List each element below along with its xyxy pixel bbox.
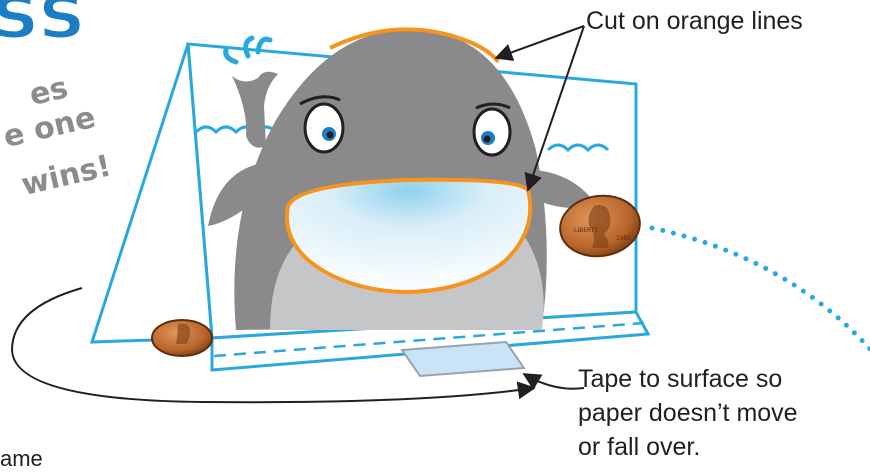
penny-liberty-text: LIBERTY bbox=[574, 227, 598, 234]
penny-trajectory bbox=[652, 228, 870, 358]
tape-label-line-2: paper doesn’t move bbox=[578, 396, 798, 430]
tape-label-line-3: or fall over. bbox=[578, 430, 798, 464]
logo-text: ss bbox=[0, 0, 85, 57]
whale-left-eye bbox=[305, 104, 343, 152]
penny-left bbox=[152, 320, 212, 356]
logo-fragment: ss bbox=[0, 0, 85, 57]
cut-arrow-1 bbox=[496, 26, 584, 58]
penny-year-text: 1985 bbox=[616, 235, 631, 242]
tape-label-line-1: Tape to surface so bbox=[578, 362, 798, 396]
cut-label: Cut on orange lines bbox=[586, 7, 803, 36]
game-text-fragment: ame bbox=[0, 446, 43, 472]
tape-label: Tape to surface so paper doesn’t move or… bbox=[578, 362, 798, 464]
whale-right-eye bbox=[474, 109, 510, 155]
rotation-arrow-end bbox=[524, 374, 584, 389]
